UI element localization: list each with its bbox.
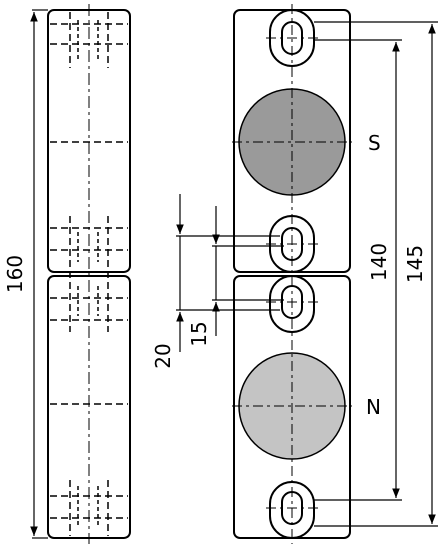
front-view-centerlines: [232, 4, 352, 544]
dim-20: [176, 194, 280, 352]
dim-160: [30, 9, 48, 539]
north-pole-label: N: [366, 395, 381, 419]
south-pole-label: S: [368, 131, 381, 155]
dim-160-label: 160: [3, 255, 27, 293]
side-view-hole-details: [77, 20, 99, 526]
dim-140: [314, 39, 402, 501]
dim-15: [212, 206, 284, 336]
side-view-upper-body: [47, 9, 131, 273]
dim-15-label: 15: [187, 321, 211, 346]
dim-20-label: 20: [151, 343, 175, 368]
dim-145: [314, 21, 438, 527]
dim-140-label: 140: [367, 243, 391, 281]
dim-145-label: 145: [403, 245, 427, 283]
